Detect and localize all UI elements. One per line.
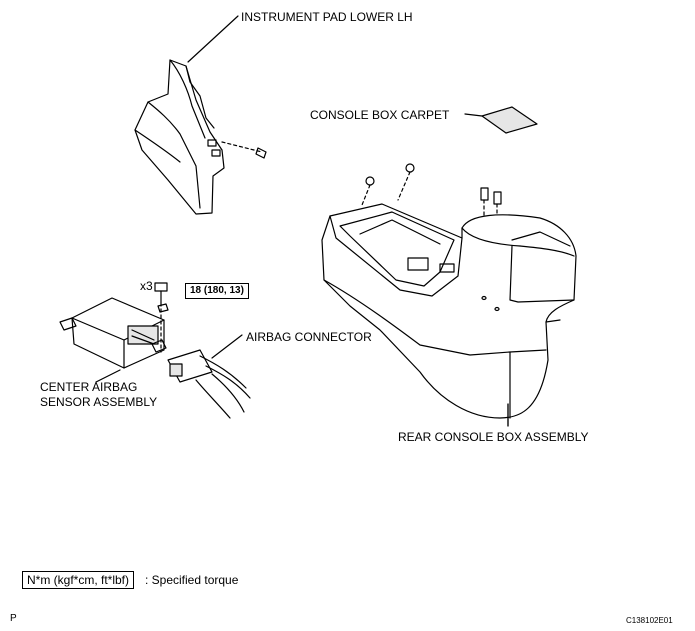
airbag-connector-part (167, 334, 251, 419)
page-code-left: P (10, 613, 17, 624)
torque-quantity-label: x3 (140, 279, 153, 293)
torque-legend-description: : Specified torque (145, 573, 239, 587)
airbag-connector-label: AIRBAG CONNECTOR (246, 330, 372, 344)
rear-console-box-part (321, 203, 577, 427)
console-carpet-label: CONSOLE BOX CARPET (310, 108, 450, 122)
torque-value-badge: 18 (180, 13) (185, 283, 249, 299)
instrument-pad-label: INSTRUMENT PAD LOWER LH (241, 10, 413, 24)
figure-id-code: C138102E01 (626, 616, 673, 625)
console-box-carpet-part (464, 106, 538, 134)
instrument-pad-lower-lh-part (134, 15, 267, 215)
center-airbag-sensor-part (59, 282, 169, 383)
center-airbag-label-line1: CENTER AIRBAG (40, 380, 138, 394)
torque-unit-legend-box: N*m (kgf*cm, ft*lbf) (22, 571, 135, 589)
rear-console-label: REAR CONSOLE BOX ASSEMBLY (398, 430, 589, 444)
center-airbag-label-line2: SENSOR ASSEMBLY (40, 395, 158, 409)
